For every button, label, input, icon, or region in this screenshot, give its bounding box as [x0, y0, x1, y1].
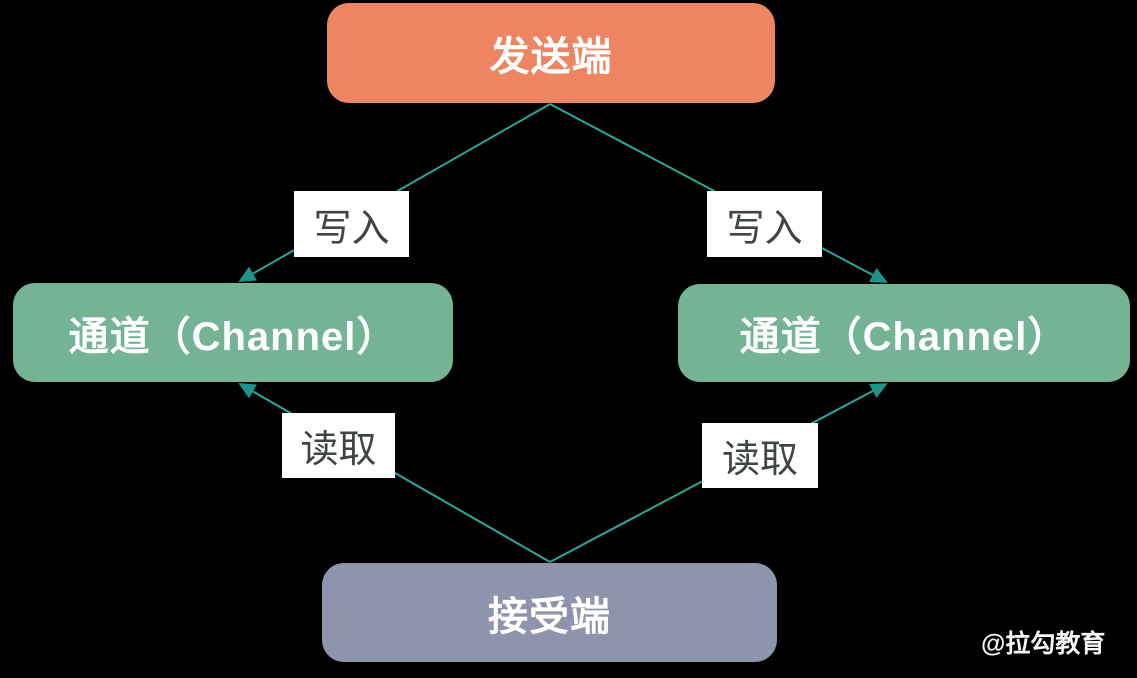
edge-label-write-right: 写入	[707, 191, 822, 257]
edge-label-read-right: 读取	[702, 423, 818, 488]
edge-label-write-left: 写入	[294, 191, 409, 257]
edge-label-read-left: 读取	[282, 413, 395, 478]
node-channel-left: 通道（Channel）	[13, 283, 453, 382]
node-receiver: 接受端	[322, 563, 777, 662]
node-sender: 发送端	[327, 3, 775, 103]
watermark: @拉勾教育	[981, 630, 1106, 658]
node-channel-right: 通道（Channel）	[678, 284, 1130, 382]
